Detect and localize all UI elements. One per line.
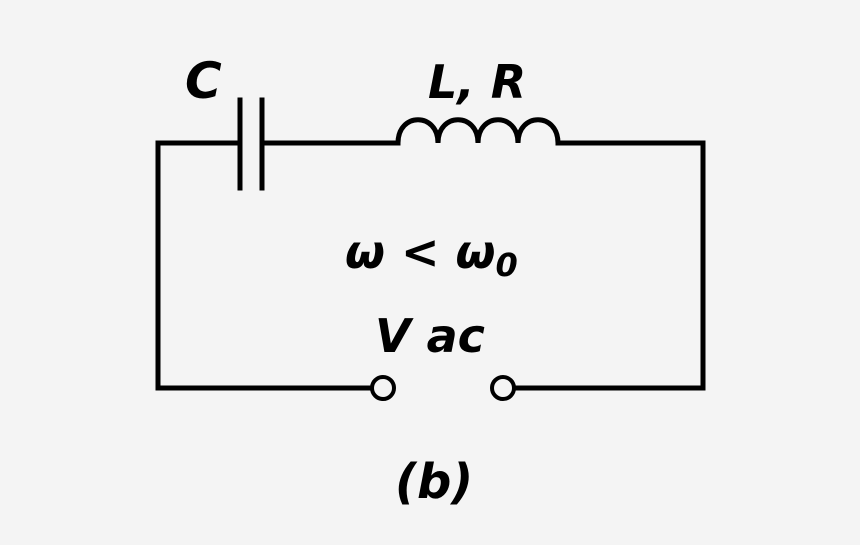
wire-right <box>509 140 706 391</box>
inductor-label: L, R <box>428 55 526 109</box>
condition-label: ω < ω0 <box>345 225 518 284</box>
terminal-right <box>490 375 516 401</box>
condition-subscript: 0 <box>496 246 518 284</box>
capacitor-label: C <box>185 52 222 110</box>
inductor-coil <box>395 117 561 146</box>
terminal-left <box>370 375 396 401</box>
condition-text: ω < ω <box>345 225 496 279</box>
source-label: V ac <box>375 309 485 363</box>
wire-top-left <box>155 140 378 391</box>
caption: (b) <box>395 454 473 510</box>
